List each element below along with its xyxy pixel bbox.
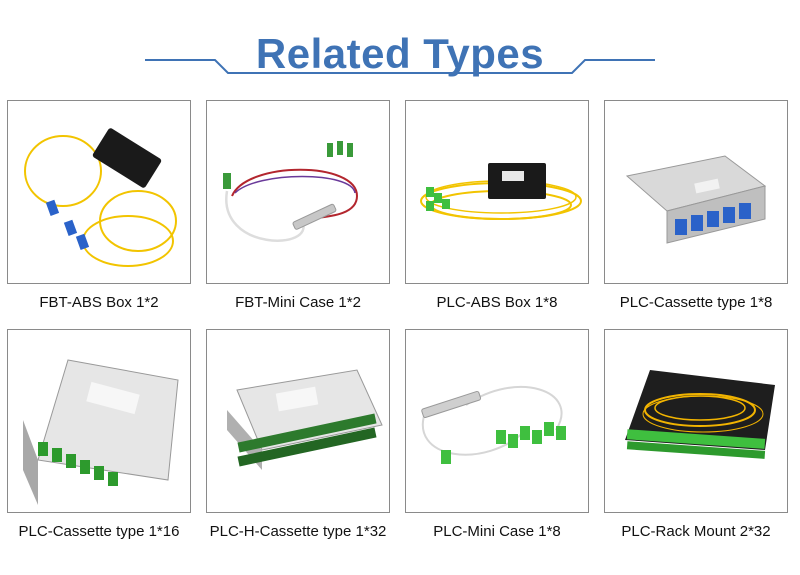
page-title: Related Types	[255, 30, 545, 77]
product-label: PLC-Cassette type 1*8	[619, 294, 773, 311]
product-label: PLC-H-Cassette type 1*32	[209, 523, 387, 540]
product-card-plc-rack-mount[interactable]: PLC-Rack Mount 2*32	[604, 329, 788, 540]
plc-mini-case-photo	[405, 329, 589, 513]
product-card-plc-mini-case[interactable]: PLC-Mini Case 1*8	[405, 329, 589, 540]
product-card-plc-cassette-1x16[interactable]: PLC-Cassette type 1*16	[7, 329, 191, 540]
plc-cassette-1x8-photo	[604, 100, 788, 284]
product-card-plc-cassette-1x8[interactable]: PLC-Cassette type 1*8	[604, 100, 788, 311]
plc-h-cassette-1x32-photo	[206, 329, 390, 513]
plc-rack-mount-photo	[604, 329, 788, 513]
product-label: PLC-Cassette type 1*16	[18, 523, 180, 540]
product-label: FBT-ABS Box 1*2	[39, 294, 159, 311]
product-label: PLC-Mini Case 1*8	[433, 523, 561, 540]
product-card-plc-abs-box[interactable]: PLC-ABS Box 1*8	[405, 100, 589, 311]
product-card-fbt-mini-case[interactable]: FBT-Mini Case 1*2	[206, 100, 390, 311]
fbt-abs-box-photo	[7, 100, 191, 284]
section-header: Related Types	[0, 0, 800, 90]
product-label: PLC-ABS Box 1*8	[436, 294, 558, 311]
product-label: PLC-Rack Mount 2*32	[621, 523, 771, 540]
plc-cassette-1x16-photo	[7, 329, 191, 513]
plc-abs-box-photo	[405, 100, 589, 284]
product-label: FBT-Mini Case 1*2	[235, 294, 361, 311]
fbt-mini-case-photo	[206, 100, 390, 284]
product-card-plc-h-cassette-1x32[interactable]: PLC-H-Cassette type 1*32	[206, 329, 390, 540]
header-decoration	[145, 59, 655, 74]
product-card-fbt-abs-box[interactable]: FBT-ABS Box 1*2	[7, 100, 191, 311]
